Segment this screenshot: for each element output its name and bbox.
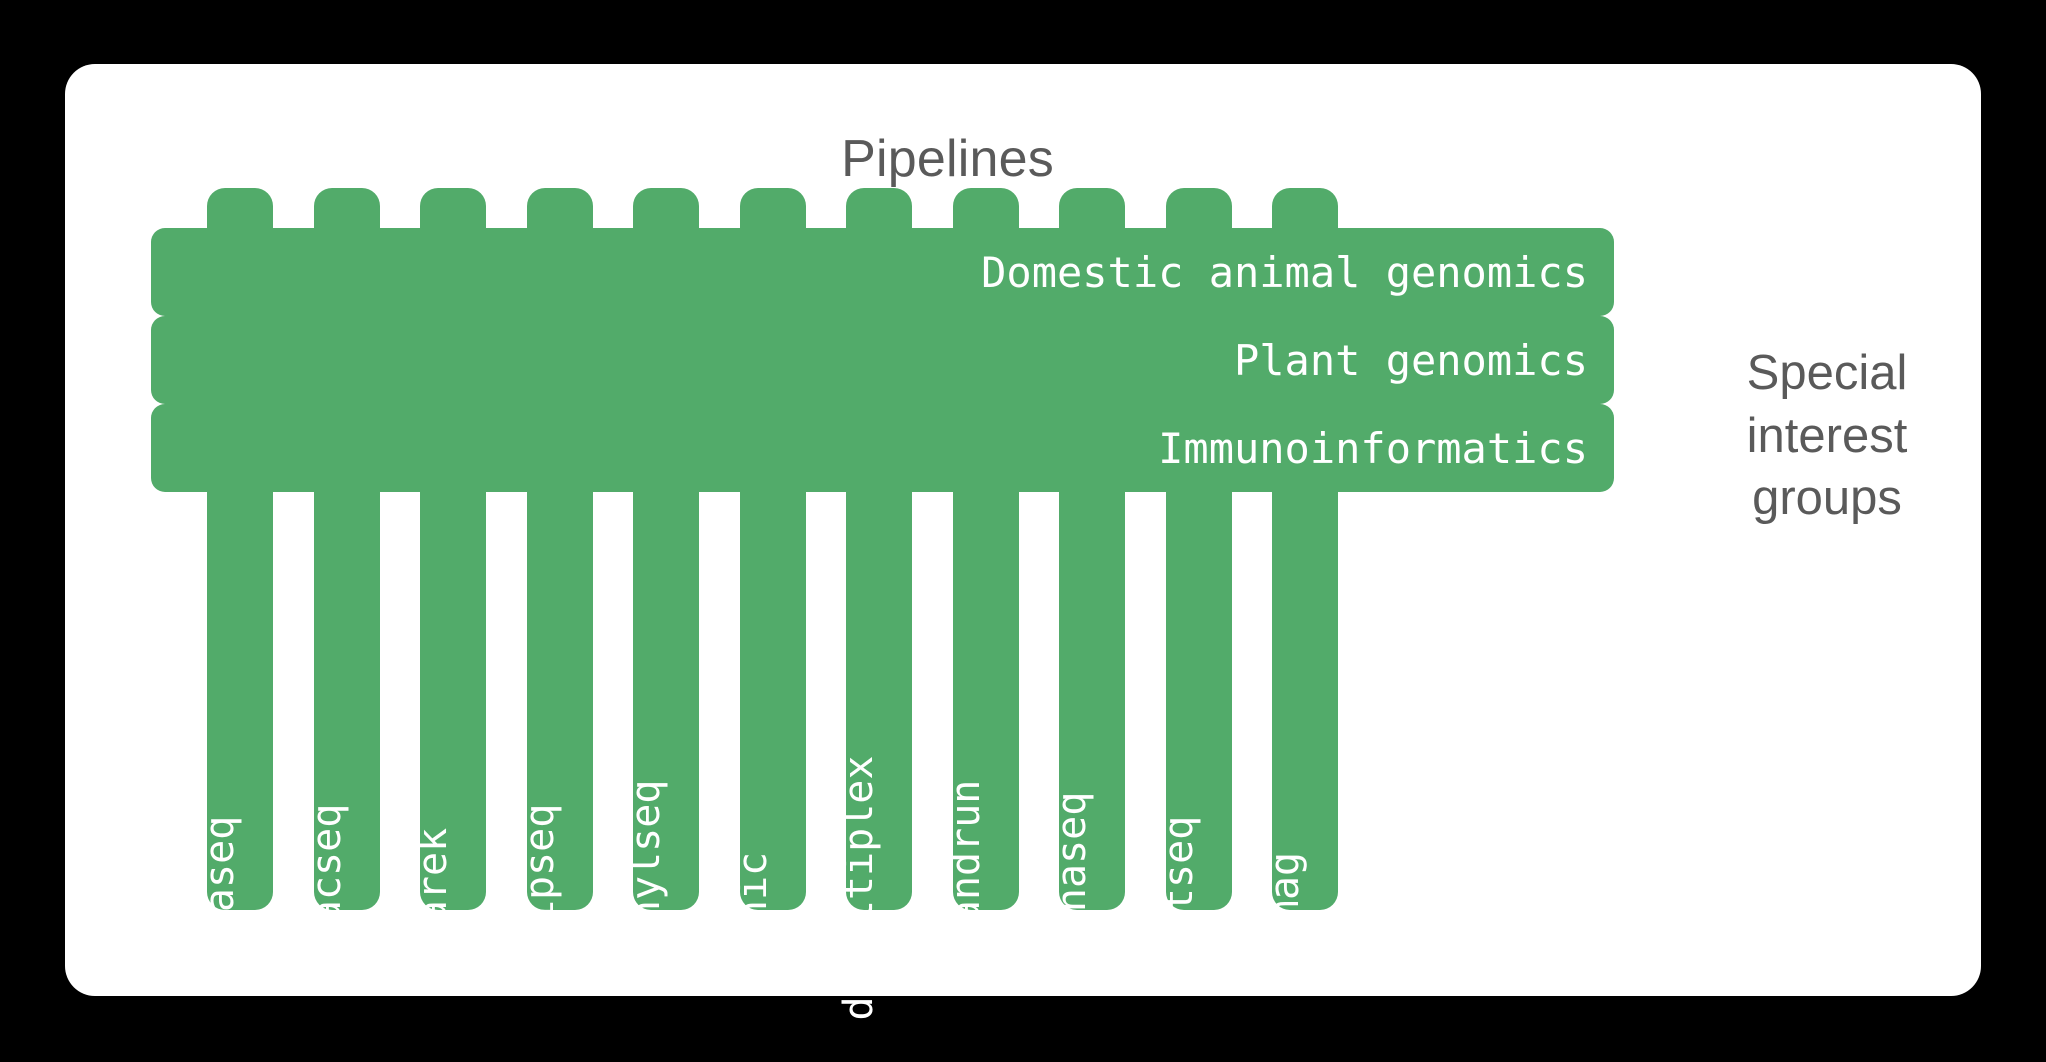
pipeline-label: sarek [410, 827, 456, 949]
special-interest-group-label: Plant genomics [1233, 335, 1588, 385]
special-interest-group-bar[interactable]: Domestic animal genomics [151, 228, 1614, 316]
special-interest-group-bar[interactable]: Immunoinformatics [151, 404, 1614, 492]
special-interest-group-label: Immunoinformatics [1158, 423, 1588, 473]
special-interest-groups-title: Special interest groups [1703, 342, 1951, 530]
sig-title-line-3: groups [1752, 471, 1902, 526]
diagram-stage: rnaseq atacseq sarek chipseq methylseq hic dem… [65, 64, 1981, 1020]
page-title: Pipelines [841, 130, 1054, 188]
special-interest-group-label: Domestic animal genomics [981, 247, 1588, 297]
pipeline-label: atacseq [303, 803, 350, 973]
pipeline-label: hic [729, 851, 776, 925]
pipeline-label: hgtseq [1155, 815, 1202, 961]
diagram-card: Pipelines rnaseq atacseq sarek chipseq methy… [65, 64, 1981, 1020]
pipeline-label: chipseq [516, 803, 563, 973]
sig-title-line-2: interest [1746, 408, 1908, 463]
special-interest-group-bar[interactable]: Plant genomics [151, 316, 1614, 404]
pipeline-label: smrnaseq [1049, 791, 1095, 985]
pipeline-label: cutandrun [942, 779, 989, 997]
pipeline-label: demultiplex [836, 755, 882, 1021]
pipeline-label: rnaseq [197, 815, 243, 961]
pipeline-label: mag [1262, 851, 1308, 925]
pipeline-label: methylseq [623, 779, 669, 997]
sig-title-line-1: Special [1746, 346, 1908, 400]
